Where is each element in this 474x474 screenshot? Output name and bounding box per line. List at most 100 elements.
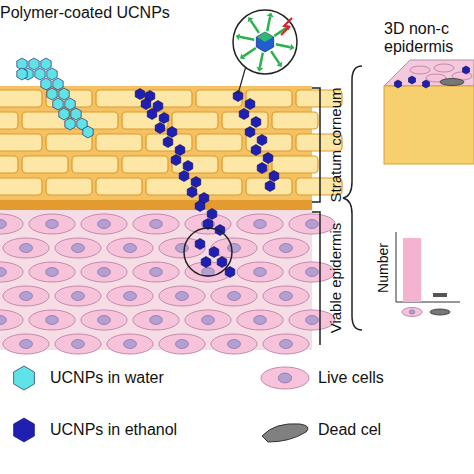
corneum-base-line bbox=[0, 200, 312, 210]
ethanol-nanoparticle bbox=[175, 145, 185, 156]
emission-arrow bbox=[276, 44, 291, 47]
cell-body bbox=[3, 334, 49, 354]
cell-body bbox=[0, 262, 23, 282]
cell-nucleus bbox=[280, 244, 293, 253]
core-particle bbox=[256, 32, 273, 52]
ethanol-nanoparticle bbox=[257, 163, 267, 174]
cell-nucleus bbox=[254, 220, 267, 229]
excitation-light bbox=[281, 18, 292, 35]
cell-nucleus bbox=[72, 340, 85, 349]
stratum-corneum-band bbox=[0, 86, 312, 202]
cell-nucleus bbox=[0, 220, 6, 229]
ethanol-nanoparticle bbox=[257, 135, 267, 146]
layer-label: Stratum corneum bbox=[328, 87, 345, 202]
cell-nucleus bbox=[150, 268, 163, 277]
emission-arrow-head bbox=[276, 62, 282, 67]
cell-body bbox=[185, 310, 231, 330]
water-nanoparticle bbox=[53, 98, 63, 110]
corneocyte-brick bbox=[0, 134, 42, 151]
water-nanoparticle bbox=[83, 126, 93, 138]
dead-cell-icon bbox=[430, 309, 450, 315]
model-front-face bbox=[384, 86, 474, 164]
ethanol-nanoparticle bbox=[217, 257, 227, 268]
cell-nucleus bbox=[98, 316, 111, 325]
corneocyte-brick bbox=[22, 156, 68, 173]
curly-brace bbox=[343, 66, 362, 330]
cell-body bbox=[107, 286, 153, 306]
model-surface bbox=[395, 64, 473, 88]
cell-body bbox=[159, 286, 205, 306]
cell-body bbox=[263, 334, 309, 354]
legend-text: Dead cel bbox=[318, 421, 381, 439]
corneocyte-brick bbox=[272, 156, 318, 173]
ethanol-nanoparticle bbox=[207, 209, 217, 220]
ethanol-nanoparticle bbox=[167, 127, 177, 138]
emission-arrow-head bbox=[267, 13, 274, 18]
ethanol-nanoparticle bbox=[201, 257, 211, 268]
emission-arrow bbox=[267, 17, 270, 32]
cell-nucleus bbox=[72, 244, 85, 253]
ethanol-nanoparticle bbox=[171, 155, 181, 166]
panel-title: Polymer-coated UCNPs bbox=[0, 4, 170, 22]
skin-layers bbox=[0, 86, 312, 350]
cell-body bbox=[55, 286, 101, 306]
cell-body bbox=[81, 262, 127, 282]
emission-arrow-head bbox=[240, 53, 245, 59]
cell-nucleus bbox=[202, 220, 215, 229]
cell-nucleus bbox=[46, 268, 59, 277]
cell-body bbox=[434, 64, 454, 72]
chart-icons bbox=[402, 308, 450, 317]
cell-nucleus bbox=[20, 244, 33, 253]
cell-nucleus bbox=[0, 268, 6, 277]
panel-title: 3D non-c bbox=[384, 20, 449, 38]
particle-facet bbox=[257, 32, 273, 42]
cell-body bbox=[211, 286, 257, 306]
cell-body bbox=[29, 310, 75, 330]
cell-nucleus bbox=[228, 340, 241, 349]
corneocyte-brick bbox=[0, 178, 42, 195]
legend-swatch bbox=[14, 418, 35, 442]
cell-nucleus bbox=[46, 316, 59, 325]
corneocyte-brick bbox=[222, 156, 268, 173]
cell-nucleus bbox=[306, 268, 319, 277]
cell-body bbox=[261, 367, 309, 389]
corneocyte-brick bbox=[72, 156, 118, 173]
cell-nucleus bbox=[228, 292, 241, 301]
water-nanoparticle bbox=[41, 58, 51, 70]
ethanol-nanoparticle bbox=[263, 153, 273, 164]
cell-body bbox=[159, 238, 205, 258]
cell-body bbox=[29, 214, 75, 234]
dead-cell-bar bbox=[433, 293, 447, 297]
cell-nucleus bbox=[98, 268, 111, 277]
cell-body bbox=[0, 310, 23, 330]
water-nanoparticle bbox=[47, 68, 57, 80]
water-nanoparticle bbox=[65, 98, 75, 110]
dead-cell bbox=[440, 79, 464, 86]
water-nanoparticle bbox=[35, 68, 45, 80]
emission-arrow bbox=[240, 37, 255, 40]
cell-body bbox=[107, 238, 153, 258]
ethanol-nanoparticle bbox=[159, 113, 169, 124]
cell-body bbox=[133, 310, 179, 330]
ethanol-nanoparticle bbox=[409, 76, 416, 84]
ethanol-nanoparticle bbox=[191, 177, 201, 188]
cell-nucleus bbox=[280, 292, 293, 301]
cell-body bbox=[81, 310, 127, 330]
axis-label: Number bbox=[376, 243, 391, 293]
cell-nucleus bbox=[278, 373, 291, 383]
water-nanoparticle bbox=[41, 78, 51, 90]
cell-nucleus bbox=[306, 316, 319, 325]
ethanol-nanoparticle bbox=[147, 109, 157, 120]
corneocyte-brick bbox=[0, 90, 42, 107]
cell-body bbox=[410, 66, 430, 74]
cell-nucleus bbox=[280, 340, 293, 349]
ethanol-nanoparticle bbox=[251, 145, 261, 156]
ethanol-nanoparticle bbox=[265, 181, 275, 192]
cell-body bbox=[211, 334, 257, 354]
corneocyte-brick bbox=[0, 112, 18, 129]
cell-body bbox=[402, 308, 422, 317]
cell-nucleus bbox=[409, 310, 415, 314]
legend-text: UCNPs in ethanol bbox=[50, 421, 177, 439]
emission-arrow-head bbox=[256, 67, 263, 72]
